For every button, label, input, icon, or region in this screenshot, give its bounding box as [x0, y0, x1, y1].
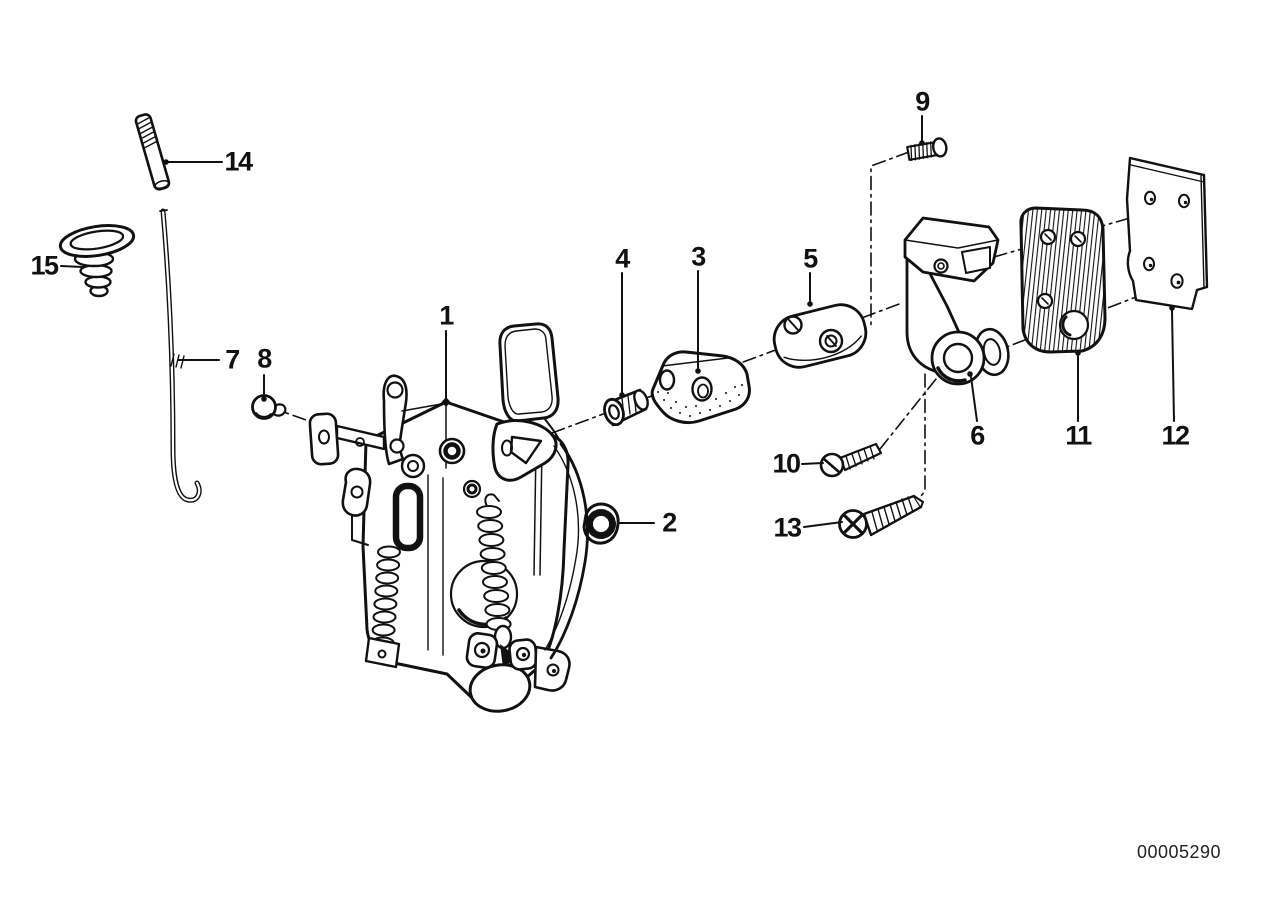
- callout-9[interactable]: 9: [915, 86, 930, 117]
- callout-2[interactable]: 2: [662, 507, 677, 538]
- part-14-pin: [134, 113, 171, 191]
- callout-15[interactable]: 15: [30, 250, 59, 281]
- part-9-screw: [906, 137, 948, 162]
- part-5-spacer-plate: [772, 303, 868, 369]
- part-3-wedge: [650, 350, 751, 425]
- part-10-screw: [819, 442, 883, 478]
- callout-5[interactable]: 5: [803, 243, 818, 274]
- leader-lines: [60, 115, 1175, 528]
- callout-7[interactable]: 7: [225, 344, 240, 375]
- callout-12[interactable]: 12: [1161, 420, 1190, 451]
- part-6-striker: [903, 216, 1010, 386]
- callout-3[interactable]: 3: [691, 241, 706, 272]
- part-7-rod: [159, 208, 202, 503]
- leader-end-dots: [163, 140, 1175, 407]
- drawing-number: 00005290: [1136, 842, 1222, 862]
- callout-8[interactable]: 8: [257, 343, 272, 374]
- part-1-lock-assembly: [308, 322, 589, 713]
- part-13-screw: [838, 494, 924, 539]
- part-12-backing-plate: [1125, 156, 1209, 311]
- callout-13[interactable]: 13: [773, 512, 802, 543]
- part-4-bushing: [603, 388, 649, 427]
- callout-4[interactable]: 4: [615, 243, 630, 274]
- callout-10[interactable]: 10: [772, 448, 801, 479]
- part-15-grommet: [58, 224, 136, 298]
- wedge-stipple: [657, 384, 743, 417]
- callout-14[interactable]: 14: [224, 146, 253, 177]
- callout-11[interactable]: 11: [1065, 420, 1092, 451]
- part-8-rivet: [251, 394, 287, 420]
- callout-6[interactable]: 6: [970, 420, 985, 451]
- part-2-cap: [582, 502, 620, 545]
- part-11-striker-plate: [1019, 206, 1107, 354]
- callout-1[interactable]: 1: [439, 300, 454, 331]
